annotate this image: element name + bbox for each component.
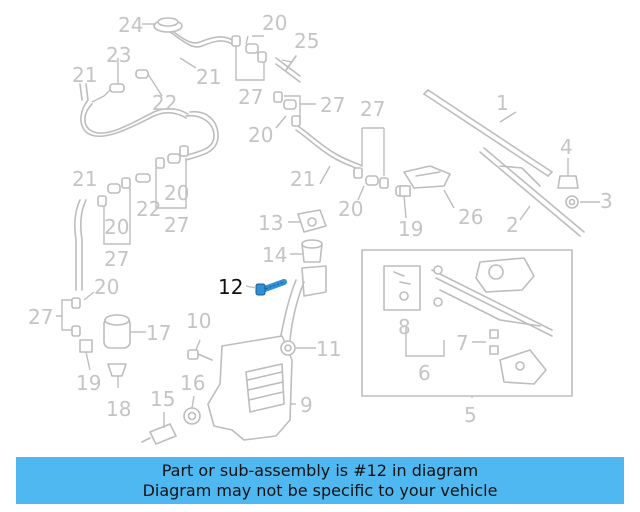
label-6: 6 <box>418 361 431 385</box>
label-13: 13 <box>258 211 283 235</box>
label-22-a: 22 <box>152 91 177 115</box>
banner-line-disclaimer: Diagram may not be specific to your vehi… <box>142 480 498 500</box>
label-3: 3 <box>600 189 613 213</box>
part-2-wiper-arm <box>479 147 585 237</box>
part-24-cap <box>153 17 183 33</box>
part-15-level-sensor <box>141 423 177 445</box>
label-21-c: 21 <box>290 167 315 191</box>
label-22-b: 22 <box>136 197 161 221</box>
filler-tube <box>279 265 327 341</box>
part-4-cap <box>557 175 579 189</box>
label-5: 5 <box>464 403 477 427</box>
label-4: 4 <box>560 135 573 159</box>
part-9-reservoir <box>207 335 293 441</box>
caption-banner: Part or sub-assembly is #12 in diagram D… <box>16 457 624 504</box>
part-12-bolt <box>255 279 287 296</box>
part-16-grommet <box>183 407 201 425</box>
part-11-grommet <box>280 340 296 356</box>
label-8: 8 <box>398 315 411 339</box>
label-17: 17 <box>146 321 171 345</box>
part-13-bracket <box>297 209 327 233</box>
label-7: 7 <box>456 331 469 355</box>
part-18-pump-seal <box>107 363 127 377</box>
label-27-b: 27 <box>320 93 345 117</box>
label-2: 2 <box>506 213 519 237</box>
caption-banner-bg <box>16 457 624 504</box>
label-9: 9 <box>300 393 313 417</box>
label-27-d: 27 <box>164 213 189 237</box>
label-20-a: 20 <box>262 11 287 35</box>
label-20-b: 20 <box>248 123 273 147</box>
label-27-f: 27 <box>28 305 53 329</box>
label-1: 1 <box>496 91 509 115</box>
label-25: 25 <box>294 29 319 53</box>
label-24: 24 <box>118 13 143 37</box>
part-17-washer-pump <box>103 314 131 349</box>
label-19-b: 19 <box>76 371 101 395</box>
label-21-a: 21 <box>72 63 97 87</box>
part-5-linkage-assembly <box>361 249 573 397</box>
label-20-e: 20 <box>104 215 129 239</box>
part-1-wiper-blade <box>423 89 553 177</box>
part-26-washer-nozzle <box>403 165 451 189</box>
label-18: 18 <box>106 397 131 421</box>
washer-hose-network <box>74 27 363 291</box>
label-21-b: 21 <box>196 65 221 89</box>
label-27-e: 27 <box>104 247 129 271</box>
part-3-nut <box>565 195 579 209</box>
label-27-a: 27 <box>238 85 263 109</box>
callout-labels: 24 20 25 23 21 21 27 22 27 20 27 1 4 3 2… <box>28 11 613 427</box>
part-10-bolt <box>187 349 213 361</box>
label-21-d: 21 <box>72 167 97 191</box>
banner-line-part-number: Part or sub-assembly is #12 in diagram <box>161 460 479 480</box>
label-16: 16 <box>180 371 205 395</box>
label-20-f: 20 <box>94 275 119 299</box>
part-19-plug <box>79 185 411 353</box>
part-14-filler-neck <box>301 239 323 263</box>
label-27-c: 27 <box>360 97 385 121</box>
label-12-highlighted: 12 <box>218 275 243 299</box>
label-19-a: 19 <box>398 217 423 241</box>
label-20-c: 20 <box>338 197 363 221</box>
label-26: 26 <box>458 205 483 229</box>
leader-lines <box>56 23 600 428</box>
label-10: 10 <box>186 309 211 333</box>
label-15: 15 <box>150 387 175 411</box>
label-14: 14 <box>262 243 287 267</box>
label-23: 23 <box>106 43 131 67</box>
label-20-d: 20 <box>164 181 189 205</box>
label-11: 11 <box>316 337 341 361</box>
